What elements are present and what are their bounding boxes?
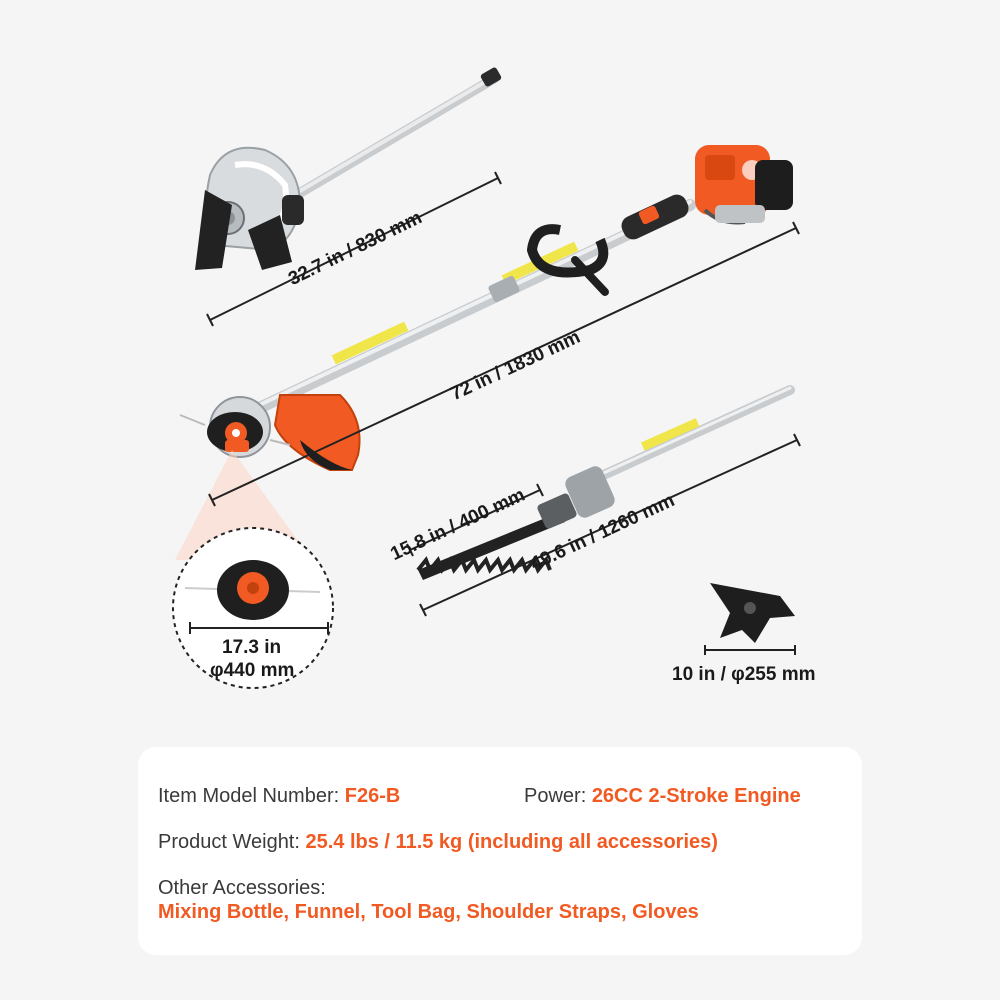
spec-accessories-value: Mixing Bottle, Funnel, Tool Bag, Shoulde… (158, 901, 699, 923)
spec-model-label: Item Model Number: (158, 785, 340, 807)
edger-attachment (195, 67, 502, 270)
spec-weight: Product Weight: 25.4 lbs / 11.5 kg (incl… (158, 831, 718, 854)
hedge-trimmer-attachment (416, 385, 795, 580)
spec-weight-label: Product Weight: (158, 831, 300, 853)
brush-cutter-blade (704, 583, 796, 655)
spec-card: Item Model Number: F26-B Power: 26CC 2-S… (138, 747, 862, 955)
spec-power-label: Power: (524, 785, 587, 807)
spec-weight-value: 25.4 lbs / 11.5 kg (including all access… (305, 831, 718, 853)
spec-power: Power: 26CC 2-Stroke Engine (524, 785, 801, 808)
dimension-lines (206, 171, 801, 617)
dimension-cut-width-mm: φ440 mm (210, 660, 295, 681)
dimension-blade-diameter: 10 in / φ255 mm (672, 664, 816, 685)
spec-model-value: F26-B (344, 785, 401, 807)
dimension-cut-width-in: 17.3 in (222, 637, 282, 658)
spec-power-value: 26CC 2-Stroke Engine (591, 785, 801, 807)
spec-model: Item Model Number: F26-B (158, 785, 400, 808)
spec-accessories-label: Other Accessories: (158, 877, 326, 899)
trimmer-head-zoom (172, 527, 334, 689)
